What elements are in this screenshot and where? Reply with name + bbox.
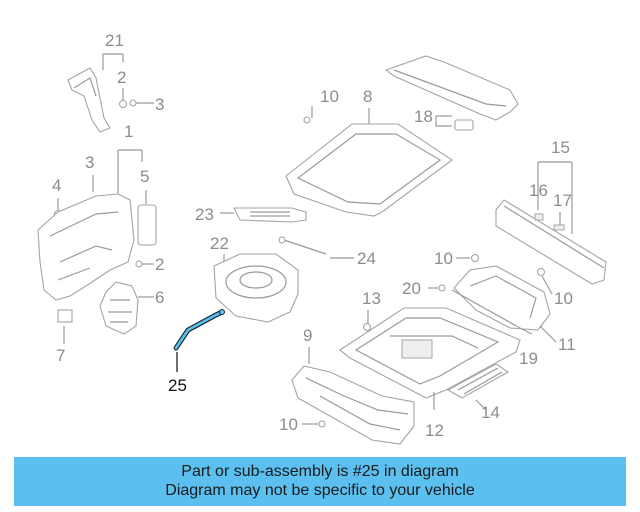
callout-22: 22 (210, 234, 229, 253)
callout-1: 1 (124, 122, 133, 141)
quarter-trim-panel (37, 193, 157, 301)
tonneau-cover (384, 55, 519, 131)
callout-9: 9 (303, 326, 312, 345)
callout-3: 3 (155, 95, 164, 114)
parts-diagram: 21 2 3 1 3 4 5 2 6 7 8 10 (37, 31, 607, 445)
callout-8: 8 (363, 87, 372, 106)
callout-24: 24 (357, 249, 376, 268)
callout-13: 13 (362, 289, 381, 308)
callout-11: 11 (558, 335, 576, 354)
side-storage-tray (453, 265, 551, 331)
tow-rod (278, 236, 327, 255)
callout-23: 23 (195, 205, 214, 224)
callout-25: 25 (168, 376, 187, 395)
part-25-rod (173, 309, 225, 351)
callout-10c: 10 (554, 289, 573, 308)
callout-21: 21 (105, 31, 124, 50)
callout-10b: 10 (434, 249, 453, 268)
callout-20: 20 (402, 279, 421, 298)
cargo-floor-frame (339, 307, 521, 399)
callout-3b: 3 (85, 153, 94, 172)
pillar-trim (67, 67, 111, 133)
callout-10d: 10 (279, 415, 298, 434)
jack (233, 207, 307, 223)
info-banner: Part or sub-assembly is #25 in diagram D… (14, 457, 626, 506)
callout-14: 14 (481, 403, 500, 422)
callout-16: 16 (529, 181, 548, 200)
callout-5: 5 (140, 167, 149, 186)
callout-15: 15 (551, 138, 570, 157)
speaker-housing (99, 281, 139, 335)
callout-4: 4 (52, 176, 61, 195)
callout-2b: 2 (155, 255, 164, 274)
callout-7: 7 (56, 346, 65, 365)
callout-17: 17 (553, 191, 572, 210)
banner-line-2: Diagram may not be specific to your vehi… (165, 482, 475, 499)
rear-sill-trim (495, 199, 607, 285)
banner-line-1: Part or sub-assembly is #25 in diagram (181, 463, 459, 480)
rear-floor-panel (291, 365, 415, 445)
sill-vent (446, 363, 510, 399)
callout-18: 18 (414, 107, 433, 126)
callout-2: 2 (117, 68, 126, 87)
callout-12: 12 (425, 421, 444, 440)
callout-19: 19 (519, 349, 538, 368)
callout-6: 6 (155, 288, 164, 307)
cargo-mat (285, 123, 453, 217)
callout-10: 10 (320, 87, 339, 106)
spare-tire-tray (213, 253, 299, 323)
